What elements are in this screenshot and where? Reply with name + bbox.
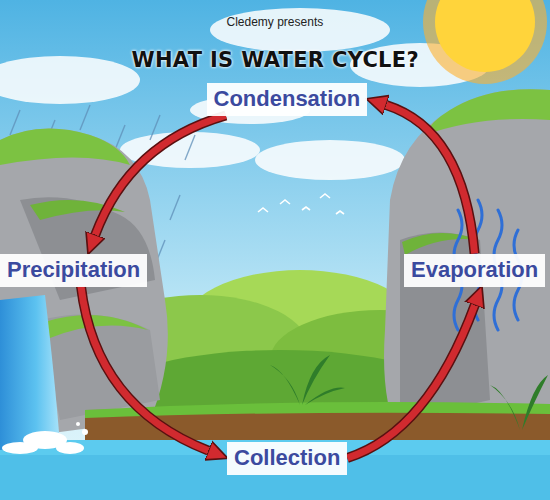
stage-label-box: Collection: [227, 442, 347, 475]
grass-top: [425, 89, 550, 135]
cycle-arrow: [81, 287, 208, 451]
cloud: [210, 8, 390, 52]
arrow-line: [81, 287, 208, 451]
raindrop: [10, 110, 20, 135]
stage-name: Evaporation: [411, 256, 538, 284]
water: [0, 440, 550, 500]
arrow-outline: [347, 305, 474, 458]
arrow-line: [95, 116, 226, 235]
grass-top: [402, 233, 478, 255]
bird: [320, 194, 330, 198]
rock: [384, 89, 550, 440]
foam-drop: [76, 422, 80, 426]
arrow-outline: [81, 287, 208, 451]
foam-drop: [82, 429, 88, 435]
leaf: [490, 385, 520, 430]
bird: [302, 207, 310, 210]
cycle-arrow: [386, 105, 474, 253]
leaf: [305, 388, 345, 405]
stage-label-box: Precipitation: [0, 254, 147, 287]
birds: [258, 194, 344, 214]
foam: [2, 422, 88, 454]
raindrop: [185, 135, 195, 160]
arrow-line: [347, 305, 474, 458]
foam-splash: [56, 442, 84, 454]
presenter-label: Cledemy presents: [227, 15, 324, 29]
title: WHAT IS WATER CYCLE?: [132, 48, 419, 72]
raindrop: [170, 195, 180, 220]
right-cliff: [384, 89, 550, 440]
raindrop: [150, 115, 160, 140]
raindrop: [80, 105, 90, 130]
cycle-arrow: [95, 116, 226, 235]
bird: [280, 200, 290, 204]
bird: [258, 208, 268, 212]
arrow-outline: [95, 116, 226, 235]
foam-splash: [2, 442, 38, 454]
cloud: [0, 56, 140, 104]
cycle-arrow: [347, 305, 474, 458]
grass-top: [0, 129, 130, 165]
cloud: [255, 140, 405, 180]
sun-glow: [423, 0, 547, 84]
stage-name: Condensation: [214, 85, 361, 113]
stage-label-box: Condensation: [207, 83, 368, 116]
stage-name: Precipitation: [7, 256, 140, 284]
stage-name: Collection: [234, 444, 340, 472]
stage-label-box: Evaporation: [404, 254, 545, 287]
bird: [336, 211, 344, 214]
sun: [435, 0, 535, 72]
waterfall: [0, 295, 60, 450]
arrow-line: [386, 105, 474, 253]
arrow-outline: [386, 105, 474, 253]
leaf: [270, 365, 300, 405]
leaf: [522, 375, 548, 430]
raindrop: [115, 125, 125, 150]
